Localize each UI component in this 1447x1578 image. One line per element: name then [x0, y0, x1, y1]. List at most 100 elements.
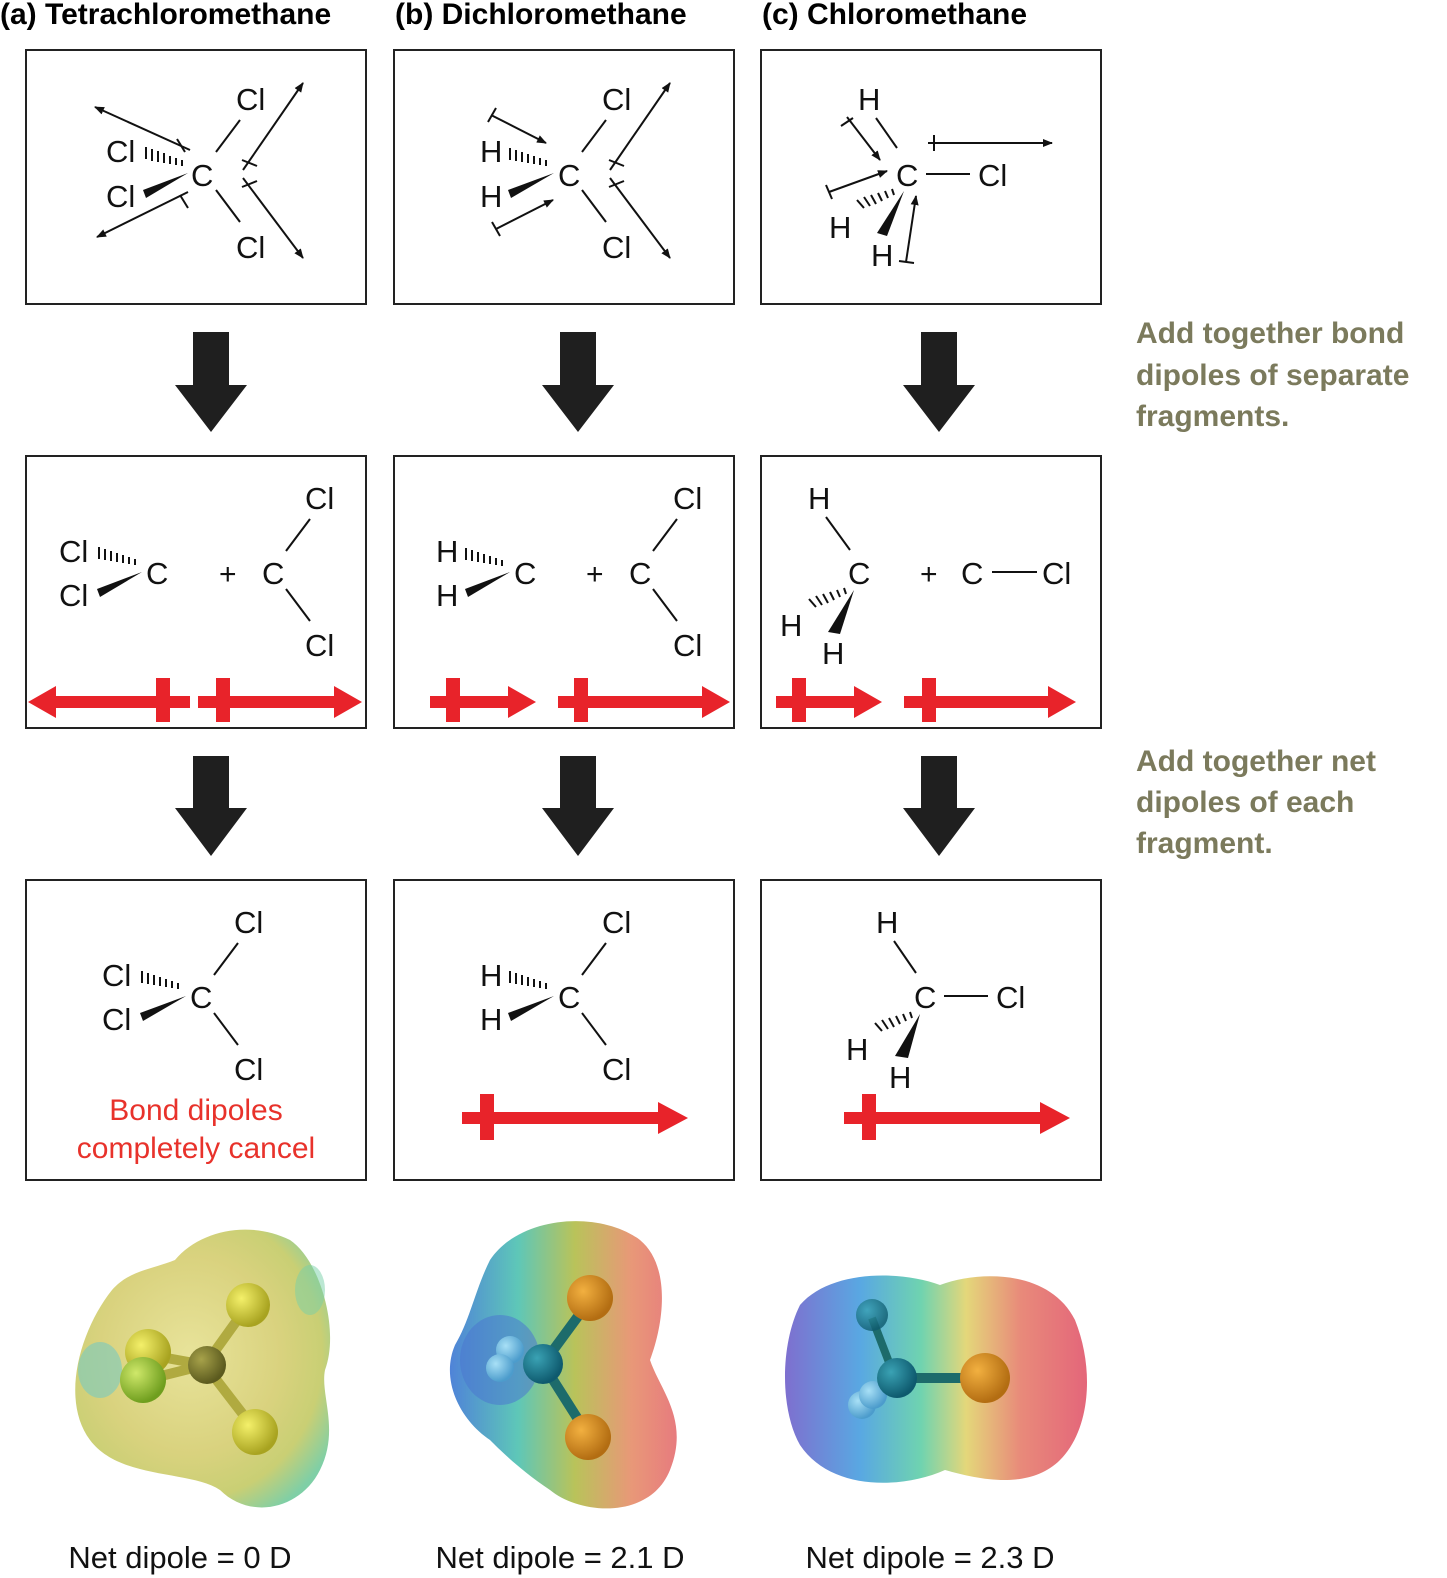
- ccl4-fragments: Cl Cl C + C Cl Cl: [59, 481, 334, 663]
- note-line: Add together bond: [1136, 317, 1404, 350]
- atom-h: H: [871, 238, 893, 273]
- atom-cl: Cl: [602, 1052, 631, 1087]
- bond-dipole-vector: [828, 170, 888, 193]
- bond: [581, 189, 607, 223]
- ch3cl-fragments: H C H H + C Cl: [780, 481, 1071, 671]
- atom-cl: Cl: [996, 980, 1025, 1015]
- atom-cl: Cl: [106, 134, 135, 169]
- bond-dipole-vector: [495, 199, 554, 230]
- atom-cl: Cl: [602, 230, 631, 265]
- atom-h: H: [436, 578, 458, 613]
- net-dipole-arrow: [462, 1094, 688, 1140]
- net-dipole-b: Net dipole = 2.1 D: [435, 1540, 684, 1575]
- atom-h: H: [480, 958, 502, 993]
- atom-h: H: [829, 210, 851, 245]
- bond: [215, 189, 241, 223]
- atom-c: C: [558, 158, 580, 193]
- cancel-text: Bond dipoles: [109, 1094, 282, 1127]
- dipole-tick: [608, 159, 625, 167]
- atom-c: C: [848, 556, 870, 591]
- ch3cl-structure: C Cl H H H: [825, 82, 1053, 273]
- ch3cl-net: H C Cl H H: [846, 905, 1025, 1095]
- bond-dipole-vector: [609, 177, 671, 259]
- bond: [285, 588, 311, 622]
- down-arrow: [903, 332, 975, 432]
- plus-sign: +: [586, 558, 604, 591]
- note-step2: Add together net dipoles of each fragmen…: [1136, 745, 1376, 860]
- bond-dipole-vector: [490, 114, 547, 144]
- note-line: fragments.: [1136, 400, 1289, 433]
- atom-c: C: [191, 158, 213, 193]
- bond-dipole-vector: [242, 177, 304, 259]
- hash-bond: [98, 547, 136, 565]
- atom-c: C: [262, 556, 284, 591]
- atom-h: H: [858, 82, 880, 117]
- bond-dipole-vector: [846, 116, 881, 161]
- atom-h: H: [480, 1002, 502, 1037]
- dipole-tick: [487, 107, 497, 123]
- hash-bond: [141, 971, 179, 989]
- atom-cl: Cl: [305, 481, 334, 516]
- plus-sign: +: [920, 558, 938, 591]
- bond: [875, 117, 898, 149]
- dipole-tick: [608, 180, 625, 188]
- ch2cl2-net: C Cl Cl H H: [480, 905, 631, 1087]
- dipole-tick: [898, 260, 915, 264]
- atom-c: C: [896, 158, 918, 193]
- atom-cl: Cl: [673, 481, 702, 516]
- atom-h: H: [480, 179, 502, 214]
- atom-h: H: [889, 1060, 911, 1095]
- atom-cl: Cl: [673, 628, 702, 663]
- bond: [825, 516, 851, 551]
- bond: [581, 942, 607, 976]
- note-line: fragment.: [1136, 827, 1273, 860]
- bond: [581, 1012, 607, 1046]
- atom-h: H: [876, 905, 898, 940]
- hash-bond: [465, 548, 503, 566]
- wedge-bond: [508, 173, 554, 198]
- wedge-bond: [895, 1014, 920, 1058]
- atom-cl: Cl: [602, 905, 631, 940]
- atom-cl: Cl: [236, 82, 265, 117]
- note-line: dipoles of separate: [1136, 359, 1409, 392]
- fragment-dipole-small: [430, 678, 536, 722]
- bond: [285, 518, 311, 552]
- fragment-dipole-right: [198, 678, 362, 722]
- hash-bond: [145, 147, 183, 166]
- atom-h: H: [780, 608, 802, 643]
- panel-b-title: (b) Dichloromethane: [395, 0, 687, 31]
- bond-dipole-vector: [242, 82, 304, 171]
- atom-cl: Cl: [234, 1052, 263, 1087]
- panel-c-title: (c) Chloromethane: [762, 0, 1027, 31]
- bond: [213, 942, 239, 976]
- wedge-bond: [828, 590, 854, 634]
- dipole-tick: [176, 138, 186, 153]
- bond: [893, 940, 917, 974]
- dipole-tick: [241, 180, 258, 188]
- bond-dipole-vector: [96, 191, 189, 238]
- down-arrow: [542, 332, 614, 432]
- box-a3: [25, 879, 367, 1181]
- hash-bond: [856, 188, 895, 209]
- atom-c: C: [190, 980, 212, 1015]
- wedge-bond: [97, 572, 142, 597]
- ch3cl-potential-map: [785, 1275, 1087, 1483]
- ch2cl2-potential-map: [449, 1221, 677, 1509]
- hash-bond: [874, 1011, 913, 1032]
- hash-bond: [509, 971, 547, 989]
- down-arrow: [175, 756, 247, 856]
- atom-c: C: [514, 556, 536, 591]
- fragment-dipole-large: [558, 678, 730, 722]
- atom-h: H: [480, 134, 502, 169]
- wedge-bond: [508, 996, 554, 1021]
- box-b1: [393, 49, 735, 305]
- bond: [652, 518, 678, 552]
- down-arrow: [542, 756, 614, 856]
- note-step1: Add together bond dipoles of separate fr…: [1136, 317, 1409, 433]
- note-line: dipoles of each: [1136, 786, 1354, 819]
- atom-cl: Cl: [1042, 556, 1071, 591]
- atom-c: C: [146, 556, 168, 591]
- atom-cl: Cl: [978, 158, 1007, 193]
- atom-c: C: [961, 556, 983, 591]
